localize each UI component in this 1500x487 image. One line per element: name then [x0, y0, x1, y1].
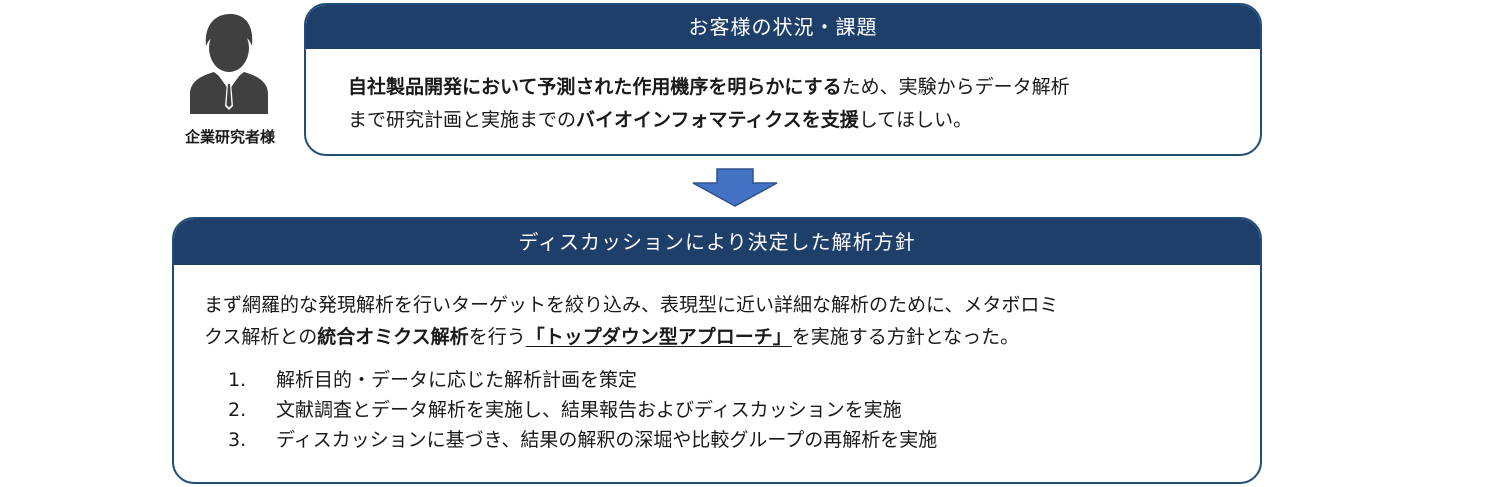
- step-number: 3.: [228, 429, 247, 451]
- policy-line-2-bold: 統合オミクス解析: [317, 326, 469, 348]
- person-icon: [190, 14, 268, 114]
- persona-label: 企業研究者様: [184, 128, 275, 146]
- policy-line-2: クス解析との統合オミクス解析を行う「トップダウン型アプローチ」を実施する方針とな…: [204, 321, 1230, 353]
- situation-body: 自社製品開発において予測された作用機序を明らかにするため、実験からデータ解析 ま…: [306, 49, 1260, 137]
- situation-title: お客様の状況・課題: [306, 5, 1260, 49]
- down-arrow-icon: [692, 168, 778, 207]
- policy-body: まず網羅的な発現解析を行いターゲットを絞り込み、表現型に近い詳細な解析のために、…: [174, 265, 1260, 455]
- step-item: 2. 文献調査とデータ解析を実施し、結果報告およびディスカッションを実施: [204, 395, 1230, 425]
- step-text: 解析目的・データに応じた解析計画を策定: [276, 369, 638, 391]
- policy-line-1: まず網羅的な発現解析を行いターゲットを絞り込み、表現型に近い詳細な解析のために、…: [204, 294, 1059, 316]
- situation-line-2-normal-1: まで研究計画と実施までの: [348, 109, 577, 131]
- step-list: 1. 解析目的・データに応じた解析計画を策定 2. 文献調査とデータ解析を実施し、結…: [204, 365, 1230, 455]
- situation-line-1: 自社製品開発において予測された作用機序を明らかにするため、実験からデータ解析: [348, 71, 1220, 104]
- situation-line-1-normal: ため、実験からデータ解析: [841, 76, 1070, 98]
- step-number: 2.: [228, 399, 247, 421]
- situation-line-2-normal-2: してほしい。: [858, 109, 973, 131]
- policy-line-2-normal-2: を行う: [468, 326, 526, 348]
- policy-line-2-normal-3: を実施する方針となった。: [791, 326, 1020, 348]
- policy-line-2-underline: 「トップダウン型アプローチ」: [525, 326, 792, 348]
- policy-title: ディスカッションにより決定した解析方針: [174, 219, 1260, 265]
- situation-card: お客様の状況・課題 自社製品開発において予測された作用機序を明らかにするため、実…: [304, 3, 1262, 156]
- policy-line-2-normal-1: クス解析との: [204, 326, 318, 348]
- situation-line-2-bold: バイオインフォマティクスを支援: [576, 109, 859, 131]
- step-item: 3. ディスカッションに基づき、結果の解釈の深堀や比較グループの再解析を実施: [204, 425, 1230, 455]
- step-number: 1.: [228, 369, 247, 391]
- situation-line-2: まで研究計画と実施までのバイオインフォマティクスを支援してほしい。: [348, 104, 1220, 137]
- step-text: ディスカッションに基づき、結果の解釈の深堀や比較グループの再解析を実施: [276, 429, 938, 451]
- step-text: 文献調査とデータ解析を実施し、結果報告およびディスカッションを実施: [276, 399, 902, 421]
- situation-line-1-bold: 自社製品開発において予測された作用機序を明らかにする: [348, 76, 842, 98]
- step-item: 1. 解析目的・データに応じた解析計画を策定: [204, 365, 1230, 395]
- policy-card: ディスカッションにより決定した解析方針 まず網羅的な発現解析を行いターゲットを絞…: [172, 217, 1262, 484]
